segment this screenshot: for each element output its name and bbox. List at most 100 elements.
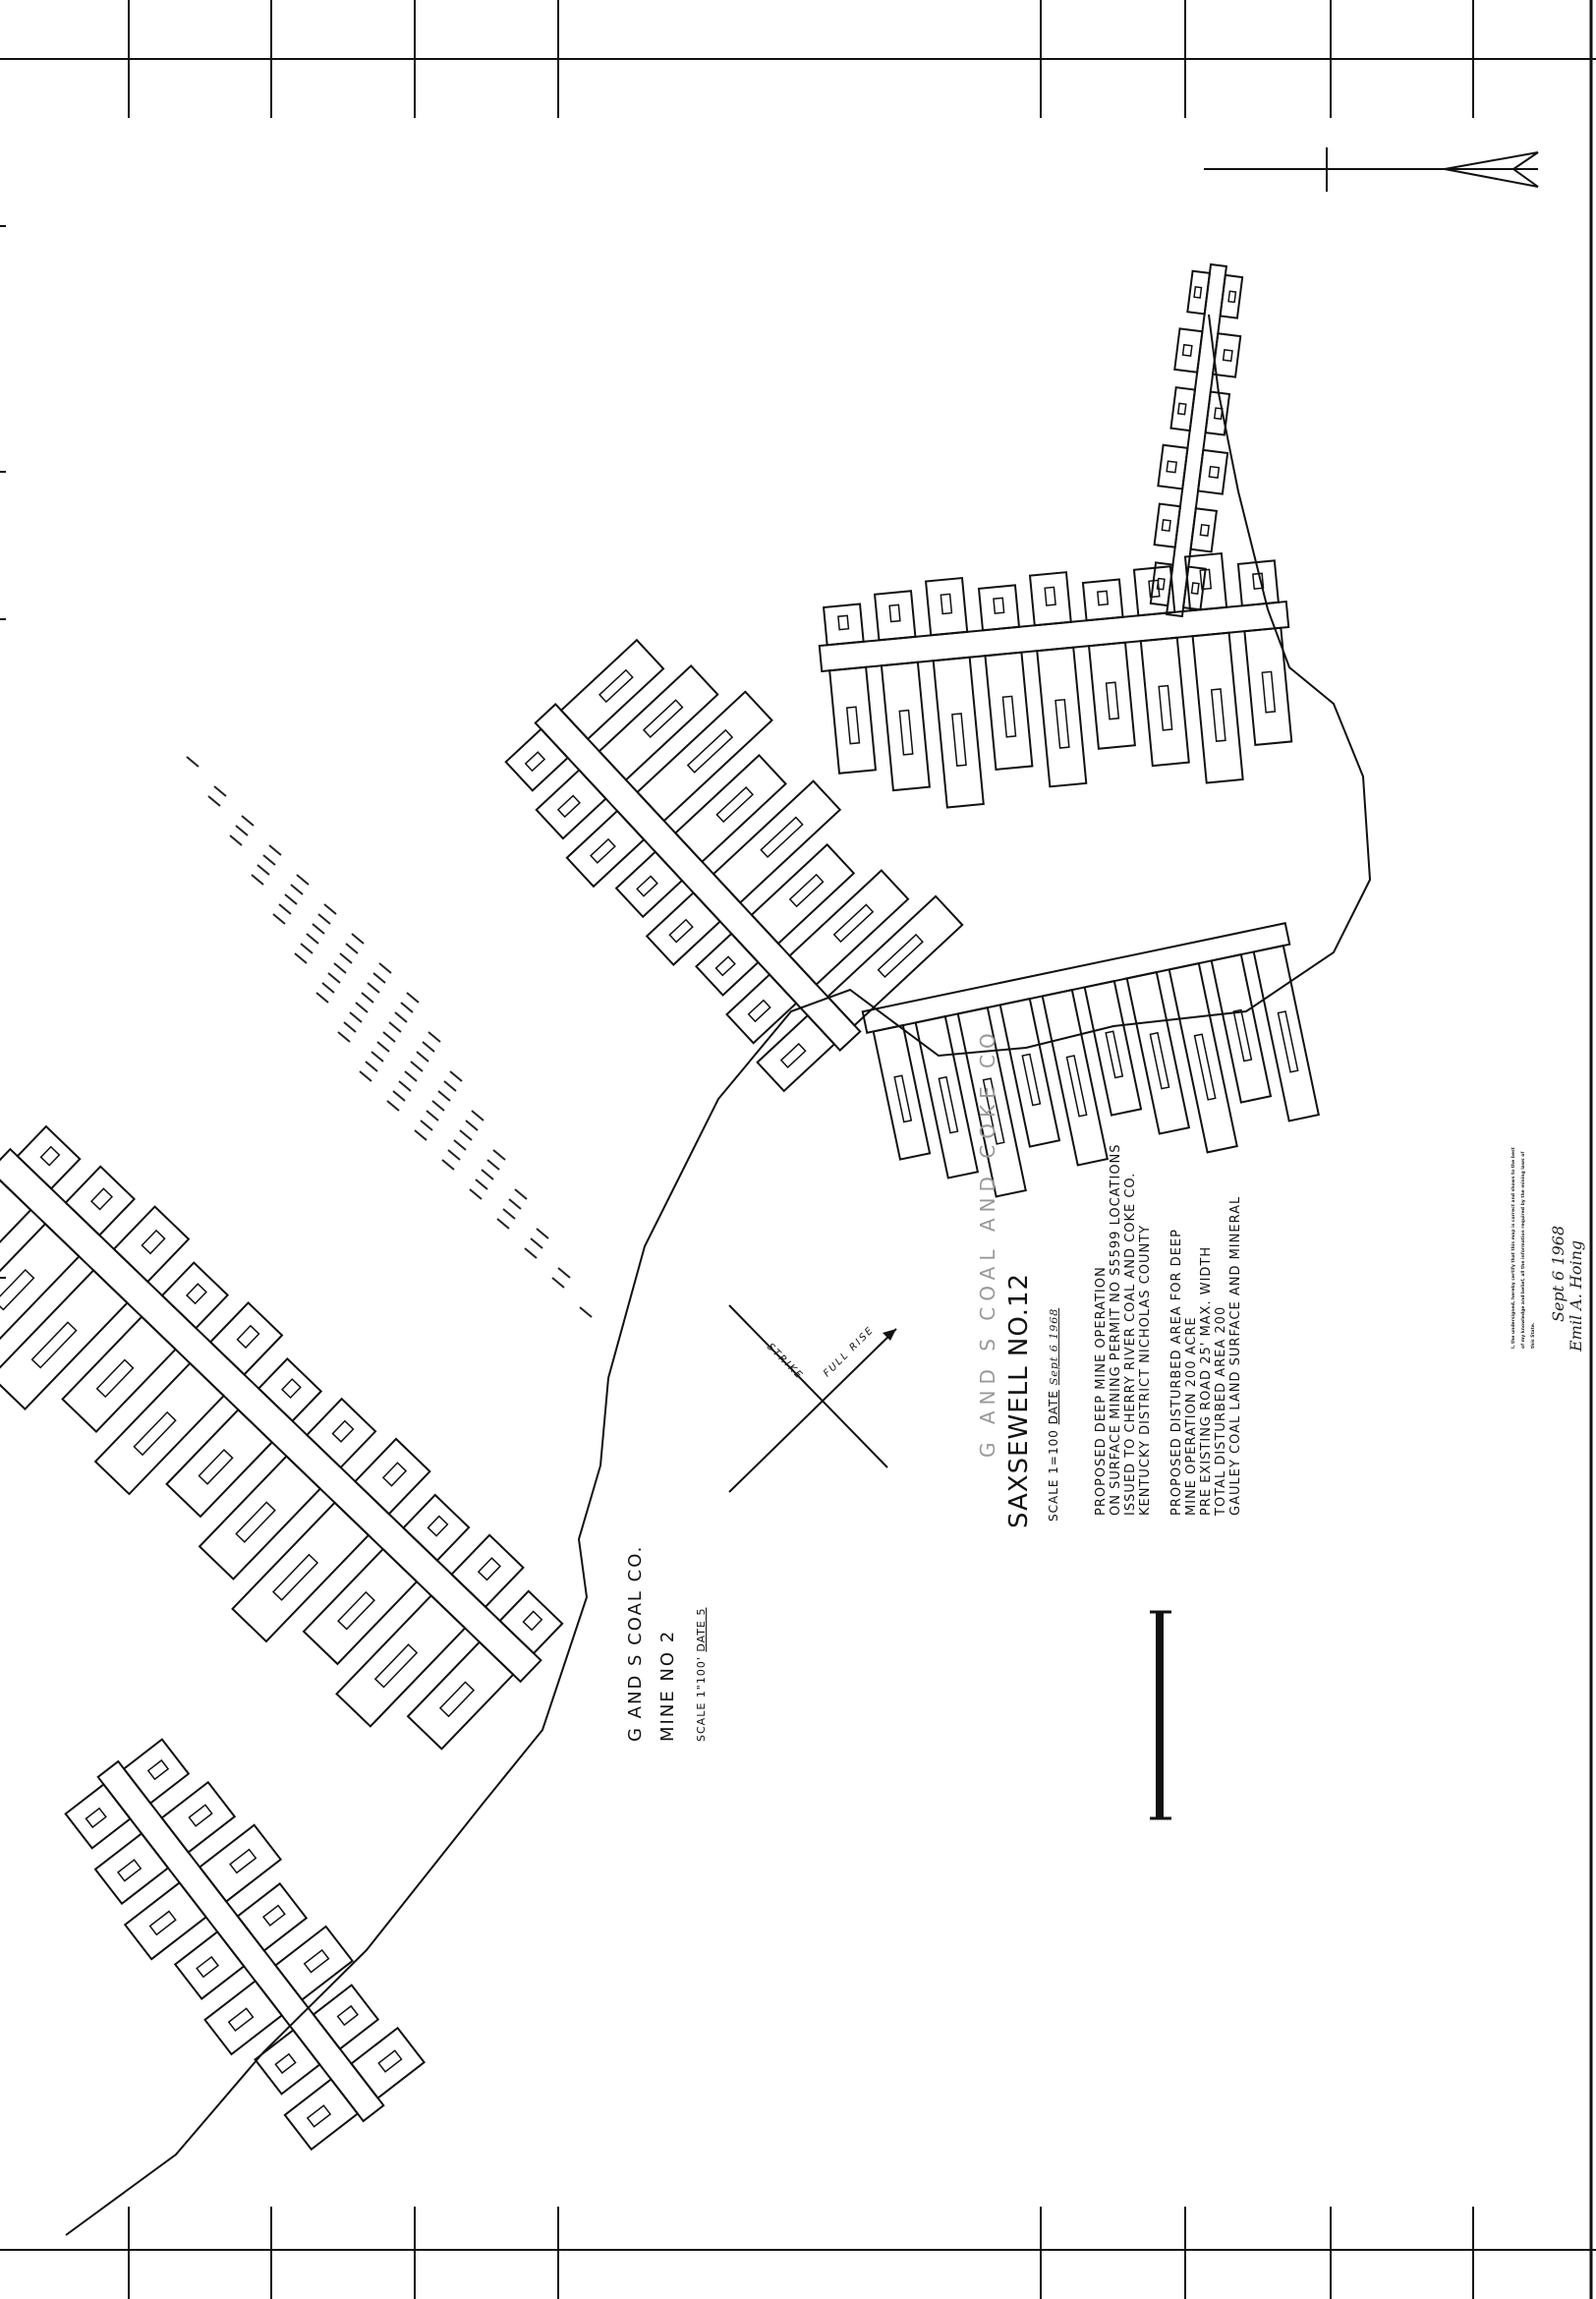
dash-mark [213,785,227,797]
dash-mark [508,1198,522,1210]
panel [535,768,607,840]
pillar [337,1590,375,1631]
panel [231,1501,370,1643]
panel [165,1408,274,1519]
dash-mark [361,992,374,1004]
dash-mark [272,913,286,925]
pillar [1149,1031,1170,1090]
pillar [1252,572,1265,590]
pillar [522,1610,543,1632]
panel [1168,961,1238,1154]
pillar [381,1462,408,1487]
panel [1132,565,1176,617]
disturbed-area-description: PROPOSED DISTURBED AREA FOR DEEP MINE OP… [1169,1196,1243,1516]
dash-mark [447,1149,461,1161]
panel [673,753,787,864]
panel [160,1780,237,1854]
panel [498,1589,564,1655]
main-entry [861,922,1291,1034]
panel [312,1983,380,2050]
description-line: TOTAL DISTURBED AREA 200 [1214,1305,1228,1516]
pillar [227,2007,255,2033]
panel [1189,507,1219,553]
dash-mark [422,1041,435,1053]
dash-mark [449,1070,463,1082]
pillar [1001,695,1017,738]
pillar [0,1268,35,1311]
dash-mark [426,1110,439,1121]
pillar [1199,568,1213,591]
dash-mark [394,1011,408,1023]
panel [350,2026,427,2099]
main-entry [96,1759,385,2123]
pillar [938,1075,959,1134]
date-value: Sept 6 1968 [1048,1307,1060,1386]
panel [695,932,760,997]
panel [645,891,722,966]
panel [1236,559,1280,607]
pillar [303,1948,330,1974]
dash-mark [278,903,292,915]
pillar [1193,286,1203,299]
main-entry [818,600,1290,673]
graphic-scale-bar [1150,1610,1171,1820]
dash-mark [579,1306,593,1318]
dash-mark [241,815,255,827]
pillar [845,706,861,745]
saxsewell-scale-date: SCALE 1=100 DATE Sept 6 1968 [1047,1307,1060,1522]
dash-mark [294,952,308,964]
dash-mark [392,1090,406,1102]
dash-mark [317,913,331,925]
panel [598,664,719,781]
panel [0,1222,81,1341]
panel [1169,386,1197,432]
pillar [236,1324,260,1350]
dash-mark [312,923,325,935]
description-line: MINE OPERATION 200 ACRE [1184,1316,1199,1516]
pillar [1181,343,1193,357]
panel [1157,443,1189,490]
pillar [336,2004,359,2027]
panel [1210,952,1273,1104]
dash-mark [382,1031,396,1043]
panel [1243,626,1293,747]
panel [1036,646,1088,788]
panel [64,1783,132,1850]
dash-mark [400,1002,414,1013]
panel [1087,641,1136,750]
pillar [373,1643,419,1689]
old-workings-dashes [186,756,593,1318]
description-line: ISSUED TO CHERRY RIVER COAL AND COKE CO. [1123,1172,1138,1516]
dash-mark [471,1110,484,1121]
pillar [133,1410,177,1457]
panel [16,1124,82,1190]
panel [1204,390,1231,436]
pillar [779,1042,807,1069]
pillar [280,1378,302,1400]
panel [93,1361,226,1496]
panel [1149,561,1174,607]
pillar [438,1681,476,1718]
dash-mark [372,972,386,984]
panel [1183,551,1228,612]
panel [788,869,910,987]
date-label: DATE [1047,1390,1060,1425]
pillar [1166,460,1178,474]
description-line: PRE EXISTING ROAD 25' MAX. WIDTH [1199,1245,1214,1516]
dash-mark [388,1021,402,1033]
pillar [95,1358,135,1399]
pillar [198,1448,234,1485]
scale-label: SCALE 1=100 [1047,1429,1060,1522]
dash-mark [355,1002,369,1013]
dash-mark [492,1149,506,1161]
dash-mark [416,1051,429,1063]
dash-mark [365,1061,378,1072]
panel [1196,448,1229,495]
pillar [714,955,736,977]
dash-mark [465,1120,479,1131]
dash-mark [404,1070,418,1082]
panel [353,1437,431,1516]
pillar [642,699,684,739]
pillar [1210,688,1226,742]
